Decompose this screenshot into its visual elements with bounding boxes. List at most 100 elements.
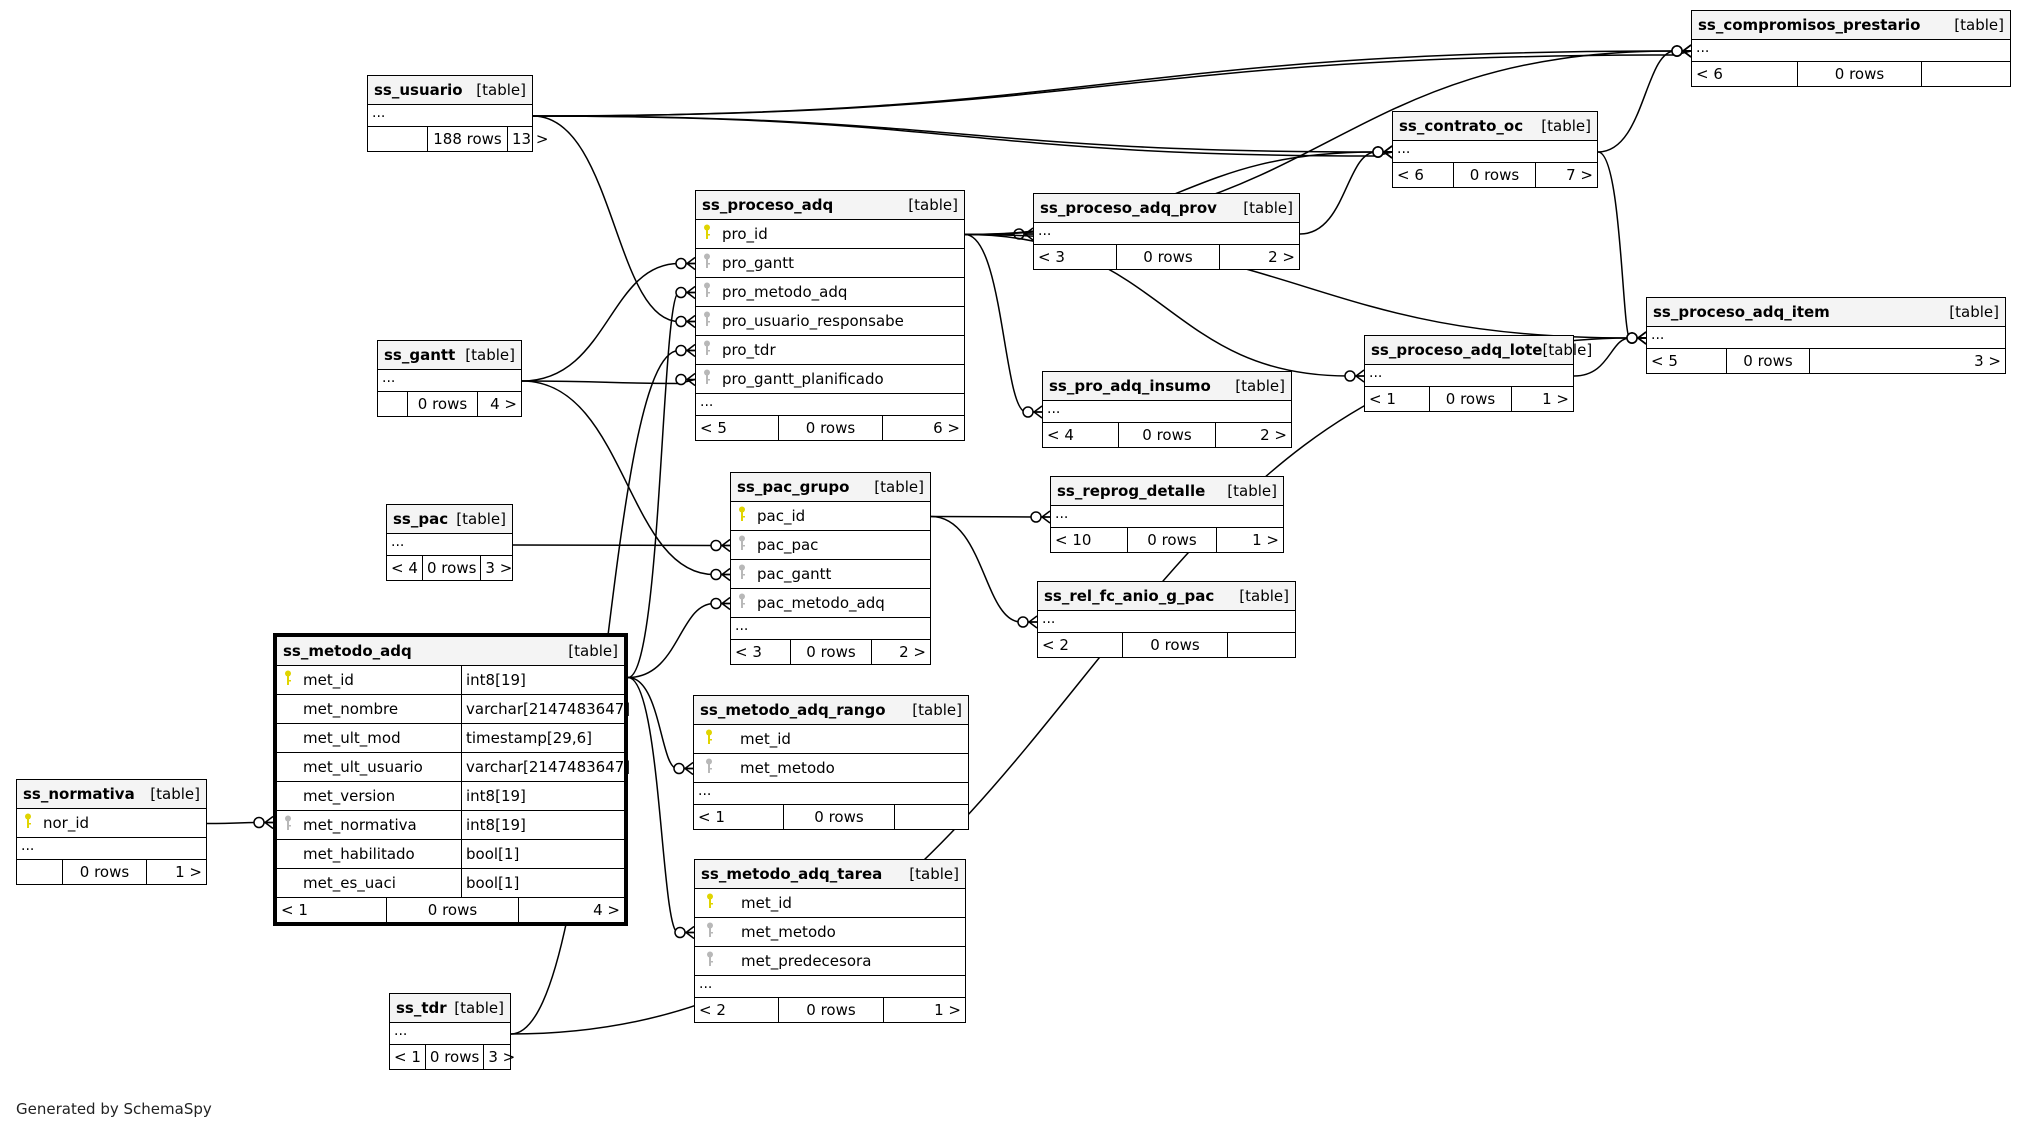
column-name[interactable]: pro_gantt <box>722 254 795 272</box>
column-row[interactable]: pac_gantt <box>731 560 930 589</box>
column-name[interactable]: met_ult_mod <box>303 729 401 747</box>
children-link[interactable]: 3 > <box>1974 352 2001 370</box>
table-name[interactable]: ss_pac <box>393 510 449 528</box>
column-name[interactable]: pro_tdr <box>722 341 776 359</box>
more-columns-ellipsis[interactable]: ... <box>1051 506 1283 528</box>
column-name[interactable]: met_es_uaci <box>303 874 396 892</box>
column-row[interactable]: pac_id <box>731 502 930 531</box>
column-row[interactable]: met_predecesora <box>695 947 965 976</box>
column-row[interactable]: pro_id <box>696 220 964 249</box>
table-header[interactable]: ss_proceso_adq_lote[table] <box>1365 336 1592 365</box>
children-link[interactable]: 4 > <box>593 901 620 919</box>
table-header[interactable]: ss_proceso_adq_prov[table] <box>1034 194 1299 223</box>
table-header[interactable]: ss_rel_fc_anio_g_pac[table] <box>1038 582 1295 611</box>
table-header[interactable]: ss_gantt[table] <box>378 341 521 370</box>
more-columns-ellipsis[interactable]: ... <box>1647 327 2005 349</box>
table-name[interactable]: ss_tdr <box>396 999 447 1017</box>
table-header[interactable]: ss_compromisos_prestario[table] <box>1692 11 2010 40</box>
children-link[interactable] <box>1922 62 2010 86</box>
table-header[interactable]: ss_pac_grupo[table] <box>731 473 930 502</box>
column-name[interactable]: pro_id <box>722 225 768 243</box>
more-columns-ellipsis[interactable]: ... <box>1038 611 1295 633</box>
parents-link[interactable]: < 5 <box>696 416 779 440</box>
children-link[interactable]: 2 > <box>899 643 926 661</box>
column-name[interactable]: pro_metodo_adq <box>722 283 848 301</box>
parents-link[interactable]: < 2 <box>1038 633 1123 657</box>
more-columns-ellipsis[interactable]: ... <box>387 534 512 556</box>
table-name[interactable]: ss_contrato_oc <box>1399 117 1524 135</box>
column-name[interactable]: met_habilitado <box>303 845 415 863</box>
table-header[interactable]: ss_metodo_adq_tarea[table] <box>695 860 965 889</box>
column-name[interactable]: met_normativa <box>303 816 417 834</box>
more-columns-ellipsis[interactable]: ... <box>17 838 206 860</box>
children-link[interactable]: 7 > <box>1566 166 1593 184</box>
column-row[interactable]: pro_gantt_planificado <box>696 365 964 394</box>
more-columns-ellipsis[interactable]: ... <box>1692 40 2010 62</box>
table-header[interactable]: ss_pro_adq_insumo[table] <box>1043 372 1291 401</box>
column-row[interactable]: pro_gantt <box>696 249 964 278</box>
children-link[interactable]: 13 > <box>512 130 549 148</box>
table-header[interactable]: ss_normativa[table] <box>17 780 206 809</box>
table-header[interactable]: ss_pac[table] <box>387 505 512 534</box>
column-name[interactable]: met_metodo <box>741 923 836 941</box>
column-name[interactable]: pro_gantt_planificado <box>722 370 884 388</box>
column-name[interactable]: met_ult_usuario <box>303 758 423 776</box>
parents-link[interactable]: < 2 <box>695 998 779 1022</box>
more-columns-ellipsis[interactable]: ... <box>368 105 532 127</box>
column-row[interactable]: pac_metodo_adq <box>731 589 930 618</box>
parents-link[interactable]: < 3 <box>731 640 791 664</box>
table-name[interactable]: ss_metodo_adq_tarea <box>701 865 883 883</box>
parents-link[interactable]: < 5 <box>1647 349 1727 373</box>
more-columns-ellipsis[interactable]: ... <box>1365 365 1573 387</box>
table-name[interactable]: ss_compromisos_prestario <box>1698 16 1921 34</box>
table-name[interactable]: ss_rel_fc_anio_g_pac <box>1044 587 1215 605</box>
column-row[interactable]: nor_id <box>17 809 206 838</box>
column-name[interactable]: met_id <box>741 894 792 912</box>
more-columns-ellipsis[interactable]: ... <box>696 394 964 416</box>
parents-link[interactable] <box>368 127 428 151</box>
parents-link[interactable]: < 3 <box>1034 245 1117 269</box>
children-link[interactable]: 1 > <box>934 1001 961 1019</box>
column-name[interactable]: pac_id <box>757 507 806 525</box>
column-row[interactable]: pro_tdr <box>696 336 964 365</box>
children-link[interactable]: 1 > <box>175 863 202 881</box>
column-row[interactable]: met_id <box>695 889 965 918</box>
table-name[interactable]: ss_metodo_adq_rango <box>700 701 886 719</box>
column-row[interactable]: met_id <box>694 725 968 754</box>
column-row[interactable]: pro_metodo_adq <box>696 278 964 307</box>
parents-link[interactable]: < 4 <box>1043 423 1119 447</box>
table-header[interactable]: ss_proceso_adq[table] <box>696 191 964 220</box>
more-columns-ellipsis[interactable]: ... <box>378 370 521 392</box>
column-name[interactable]: met_id <box>740 730 791 748</box>
column-name[interactable]: pac_metodo_adq <box>757 594 885 612</box>
children-link[interactable] <box>1228 633 1295 657</box>
parents-link[interactable]: < 10 <box>1051 528 1128 552</box>
more-columns-ellipsis[interactable]: ... <box>694 783 968 805</box>
children-link[interactable]: 3 > <box>488 1048 516 1066</box>
column-name[interactable]: met_predecesora <box>741 952 872 970</box>
parents-link[interactable]: < 1 <box>1365 387 1430 411</box>
table-header[interactable]: ss_contrato_oc[table] <box>1393 112 1597 141</box>
more-columns-ellipsis[interactable]: ... <box>695 976 965 998</box>
column-name[interactable]: met_metodo <box>740 759 835 777</box>
table-name[interactable]: ss_gantt <box>384 346 456 364</box>
children-link[interactable]: 1 > <box>1542 390 1569 408</box>
column-row[interactable]: met_metodo <box>694 754 968 783</box>
column-name[interactable]: met_id <box>303 671 354 689</box>
